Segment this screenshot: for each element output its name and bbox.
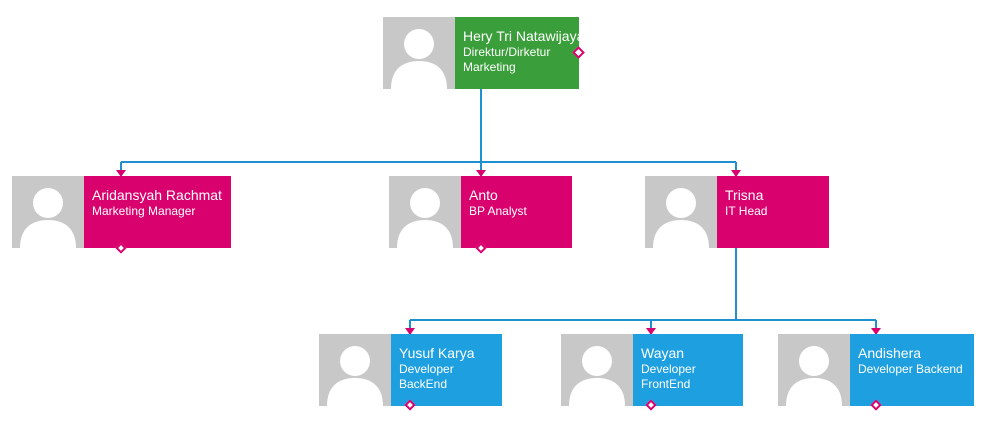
org-node-andishera[interactable]: Andishera Developer Backend	[778, 334, 974, 406]
node-name: Anto	[469, 187, 498, 203]
node-info: Hery Tri Natawijaya Direktur/Dirketur Ma…	[455, 17, 579, 89]
node-info: Yusuf Karya Developer BackEnd	[391, 334, 502, 406]
node-title: Developer FrontEnd	[641, 362, 696, 391]
org-node-yusuf[interactable]: Yusuf Karya Developer BackEnd	[319, 334, 502, 406]
node-title: Developer BackEnd	[399, 362, 454, 391]
node-info: Anto BP Analyst	[461, 176, 572, 248]
node-name: Aridansyah Rachmat	[92, 187, 222, 203]
org-node-wayan[interactable]: Wayan Developer FrontEnd	[561, 334, 743, 406]
node-name: Yusuf Karya	[399, 345, 475, 361]
person-placeholder-icon	[561, 334, 633, 406]
node-title: Marketing Manager	[92, 204, 196, 218]
person-placeholder-icon	[645, 176, 717, 248]
node-name: Hery Tri Natawijaya	[463, 28, 579, 44]
node-title: IT Head	[725, 204, 768, 218]
person-placeholder-icon	[383, 17, 455, 89]
org-node-trisna[interactable]: Trisna IT Head	[645, 176, 829, 248]
node-info: Andishera Developer Backend	[850, 334, 974, 406]
person-placeholder-icon	[319, 334, 391, 406]
node-name: Andishera	[858, 345, 922, 361]
node-title: BP Analyst	[469, 204, 527, 218]
node-info: Aridansyah Rachmat Marketing Manager	[84, 176, 231, 248]
org-node-anto[interactable]: Anto BP Analyst	[389, 176, 572, 248]
person-placeholder-icon	[389, 176, 461, 248]
node-info: Wayan Developer FrontEnd	[633, 334, 743, 406]
person-placeholder-icon	[778, 334, 850, 406]
node-name: Wayan	[641, 345, 685, 361]
node-info: Trisna IT Head	[717, 176, 829, 248]
person-placeholder-icon	[12, 176, 84, 248]
org-node-aridansyah[interactable]: Aridansyah Rachmat Marketing Manager	[12, 176, 231, 248]
org-node-hery[interactable]: Hery Tri Natawijaya Direktur/Dirketur Ma…	[383, 17, 579, 89]
node-title: Developer Backend	[858, 362, 963, 376]
node-name: Trisna	[725, 187, 764, 203]
node-title: Direktur/Dirketur Marketing	[463, 45, 551, 74]
